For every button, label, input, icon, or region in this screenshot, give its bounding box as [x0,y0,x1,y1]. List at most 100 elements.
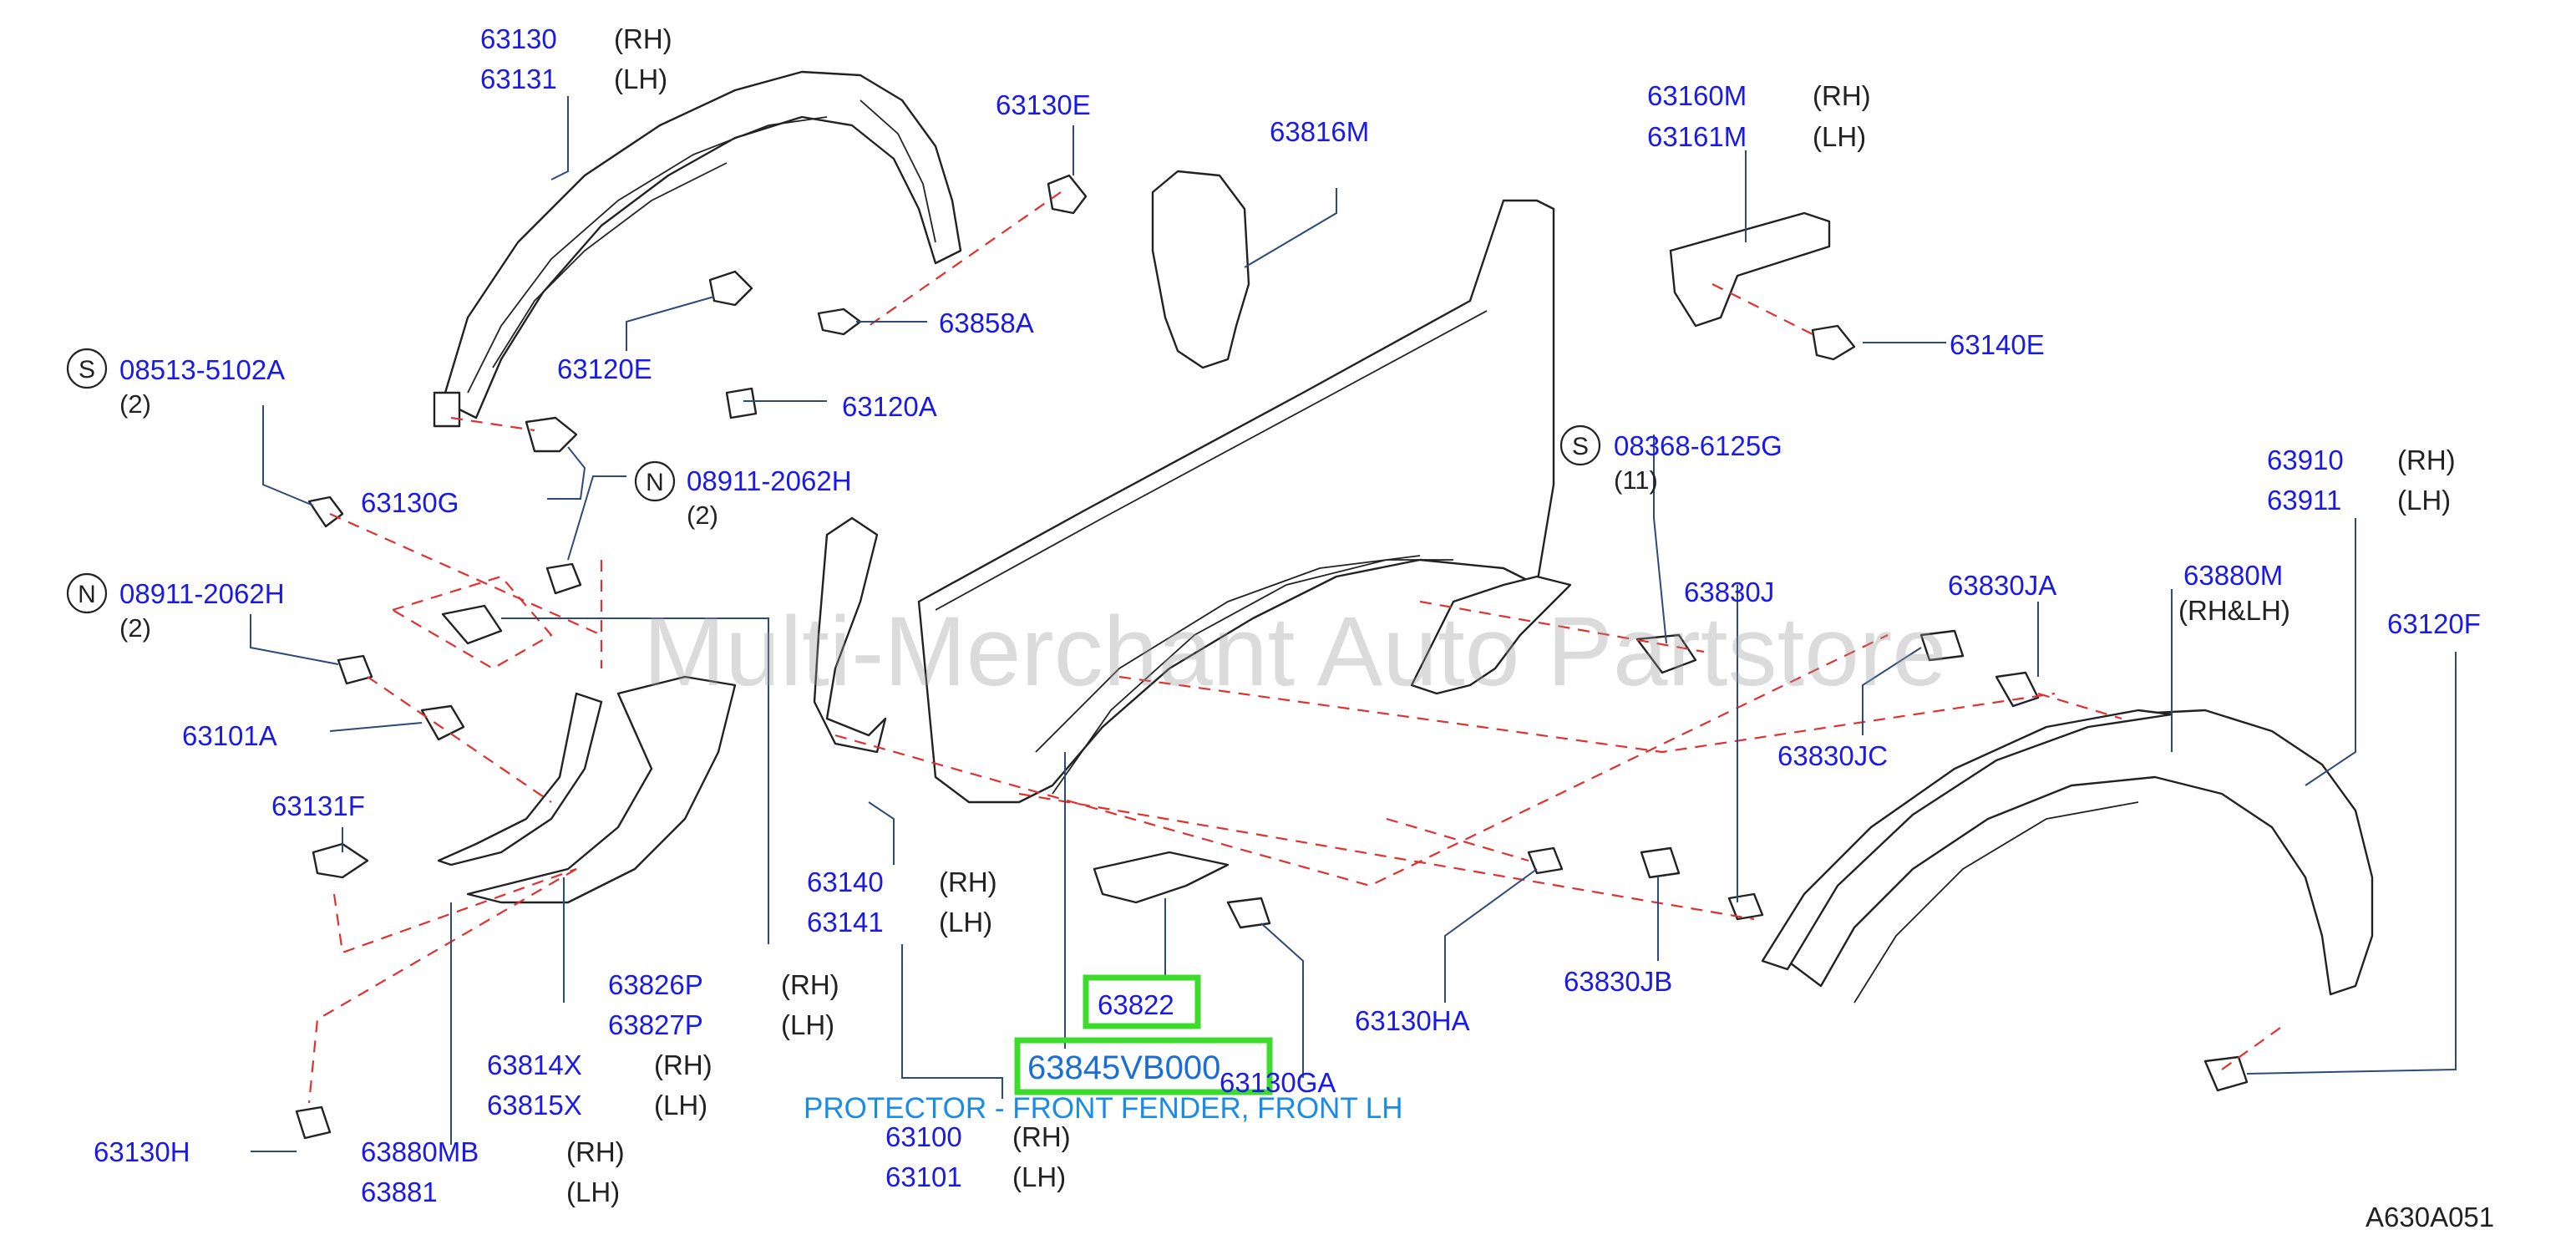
diagram-code: A630A051 [2366,1202,2494,1232]
label-63827p[interactable]: 63827P [608,1009,703,1040]
label-08911-2062h-b[interactable]: 08911-2062H [119,578,285,609]
part-drawings [295,70,2374,1140]
watermark-text: Multi-Merchant Auto Partstore [643,597,1947,707]
label-63880m[interactable]: 63880M [2183,560,2283,591]
label-63131[interactable]: 63131 [480,64,557,94]
label-63816m[interactable]: 63816M [1270,116,1369,147]
clip-63130g-drawing [525,416,578,453]
label-08911-a-qty: (2) [687,501,718,530]
label-63120a[interactable]: 63120A [842,391,937,422]
label-63910-side: (RH) [2397,445,2456,475]
label-63140[interactable]: 63140 [807,866,884,897]
label-63814x-side: (RH) [654,1049,712,1080]
label-63830j[interactable]: 63830J [1684,577,1774,607]
label-63858a[interactable]: 63858A [939,307,1034,338]
label-63161m[interactable]: 63161M [1647,121,1747,152]
label-63120e[interactable]: 63120E [557,353,652,384]
label-63100[interactable]: 63100 [885,1121,962,1152]
label-63101[interactable]: 63101 [885,1161,962,1192]
label-63160m[interactable]: 63160M [1647,80,1747,111]
fender-protector-front-drawing [1052,559,1572,795]
svg-text:N: N [646,469,664,496]
clip-63131f-drawing [312,842,369,879]
label-63826p[interactable]: 63826P [608,969,703,1000]
clip-63140e-drawing [1811,324,1856,361]
screw-63130ha-drawing [1527,846,1564,875]
fender-seal-lower-drawing [437,675,737,904]
clip-63830jc-drawing [1919,629,1965,662]
screw-63858a-drawing [817,307,862,336]
label-08368-qty: (11) [1614,465,1658,495]
label-63101a[interactable]: 63101A [182,720,277,751]
label-63830jc[interactable]: 63830JC [1777,740,1888,771]
clip-63830ja-drawing [1995,671,2040,708]
label-63822[interactable]: 63822 [1098,989,1174,1020]
clip-63822-drawing [1093,851,1230,904]
label-63880mb-side: (RH) [566,1136,625,1167]
label-63880mb[interactable]: 63880MB [361,1136,479,1167]
label-63830ja[interactable]: 63830JA [1948,570,2056,601]
marker-s-08368: S [1559,424,1601,466]
label-63100-side: (RH) [1012,1121,1071,1152]
label-63815x-side: (LH) [654,1090,707,1121]
fender-stay-drawing [813,516,887,754]
label-08513-qty: (2) [119,389,151,419]
clip-63130e-drawing [1047,174,1088,215]
label-63814x[interactable]: 63814X [487,1049,582,1080]
label-08368-6125g[interactable]: 08368-6125G [1614,430,1782,461]
label-63131f[interactable]: 63131F [271,790,365,821]
screw-08513-drawing [307,495,344,528]
marker-s-08513: S [66,348,108,389]
label-63161m-side: (LH) [1813,121,1866,152]
label-63845vb000[interactable]: 63845VB000 [1027,1049,1220,1086]
label-63101-side: (LH) [1012,1161,1066,1192]
label-08911-b-qty: (2) [119,613,151,643]
label-63130[interactable]: 63130 [480,23,557,54]
label-63826p-side: (RH) [781,969,839,1000]
nut-08911a-drawing [545,562,582,595]
label-63130e[interactable]: 63130E [996,89,1091,120]
svg-text:S: S [79,356,95,384]
rear-fender-liner-drawing [1761,709,2374,1004]
label-63140e[interactable]: 63140E [1950,329,2045,360]
clip-63130h-drawing [295,1105,332,1140]
bolt-63120a-drawing [725,387,758,419]
part-description: PROTECTOR - FRONT FENDER, FRONT LH [804,1092,1403,1125]
front-fender-drawing [917,199,1555,804]
label-63880m-side: (RH&LH) [2178,595,2290,626]
label-08911-2062h-a[interactable]: 08911-2062H [687,465,852,496]
inner-fender-liner-top-drawing [433,70,962,428]
label-63130-side: (RH) [614,23,672,54]
label-63130ga[interactable]: 63130GA [1220,1067,1336,1098]
label-63160m-side: (RH) [1813,80,1871,111]
clip-63830jb-drawing [1640,846,1681,879]
clip-63130ga-drawing [1226,897,1271,929]
bracket-clip-drawing [441,604,503,645]
label-63881-side: (LH) [566,1176,620,1207]
label-63911-side: (LH) [2397,485,2451,516]
label-63130h[interactable]: 63130H [94,1136,190,1167]
label-63911[interactable]: 63911 [2267,485,2341,516]
part-labels[interactable]: 63130 (RH) 63131 (LH) 63130E 63816M 6316… [94,23,2481,1207]
label-63815x[interactable]: 63815X [487,1090,582,1121]
label-63141[interactable]: 63141 [807,907,884,938]
label-63130g[interactable]: 63130G [361,487,459,518]
label-63120f[interactable]: 63120F [2387,608,2481,639]
assembly-dashed-lines [307,191,2281,1104]
clip-63120e-drawing [708,270,753,307]
label-63140-side: (RH) [939,866,997,897]
label-63910[interactable]: 63910 [2267,445,2344,475]
fastener-drawings [295,174,2249,1140]
marker-n-08911-a: N [634,460,676,502]
label-08513-5102a[interactable]: 08513-5102A [119,354,285,385]
highlight-box-63845vb000 [1014,1037,1273,1095]
label-63827p-side: (LH) [781,1009,834,1040]
clip-63120f-drawing [2203,1055,2249,1092]
label-63130ha[interactable]: 63130HA [1355,1005,1470,1036]
fender-insulator-drawing [1151,170,1250,369]
label-63131-side: (LH) [614,64,667,94]
label-63881[interactable]: 63881 [361,1176,438,1207]
label-63830jb[interactable]: 63830JB [1564,966,1672,997]
svg-text:S: S [1572,433,1589,460]
